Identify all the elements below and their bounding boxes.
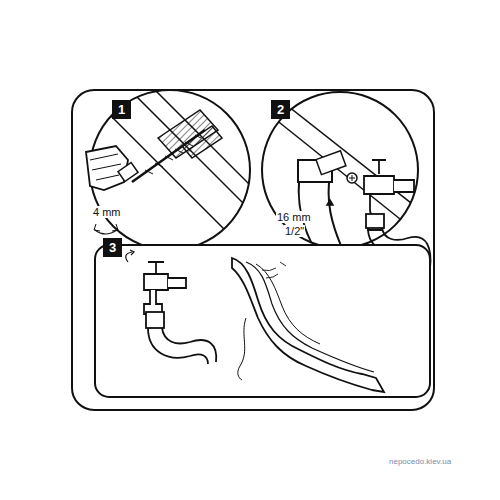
callout-number: 3 xyxy=(109,240,116,255)
watermark: nepocedo.kiev.ua xyxy=(388,458,452,467)
step-number-box: 2 xyxy=(271,100,290,119)
panel-2 xyxy=(262,92,430,268)
panel-1 xyxy=(86,80,280,250)
callout-number: 2 xyxy=(277,102,284,117)
step-number-box: 1 xyxy=(112,100,131,119)
dimension-label: 4 mm xyxy=(92,206,122,218)
dimension-label: 1/2" xyxy=(284,225,305,237)
panel-3 xyxy=(95,245,430,397)
dimension-label: 16 mm xyxy=(276,211,312,223)
outer-frame xyxy=(72,90,434,410)
callout-number: 1 xyxy=(118,102,125,117)
step-number-box: 3 xyxy=(103,238,122,257)
